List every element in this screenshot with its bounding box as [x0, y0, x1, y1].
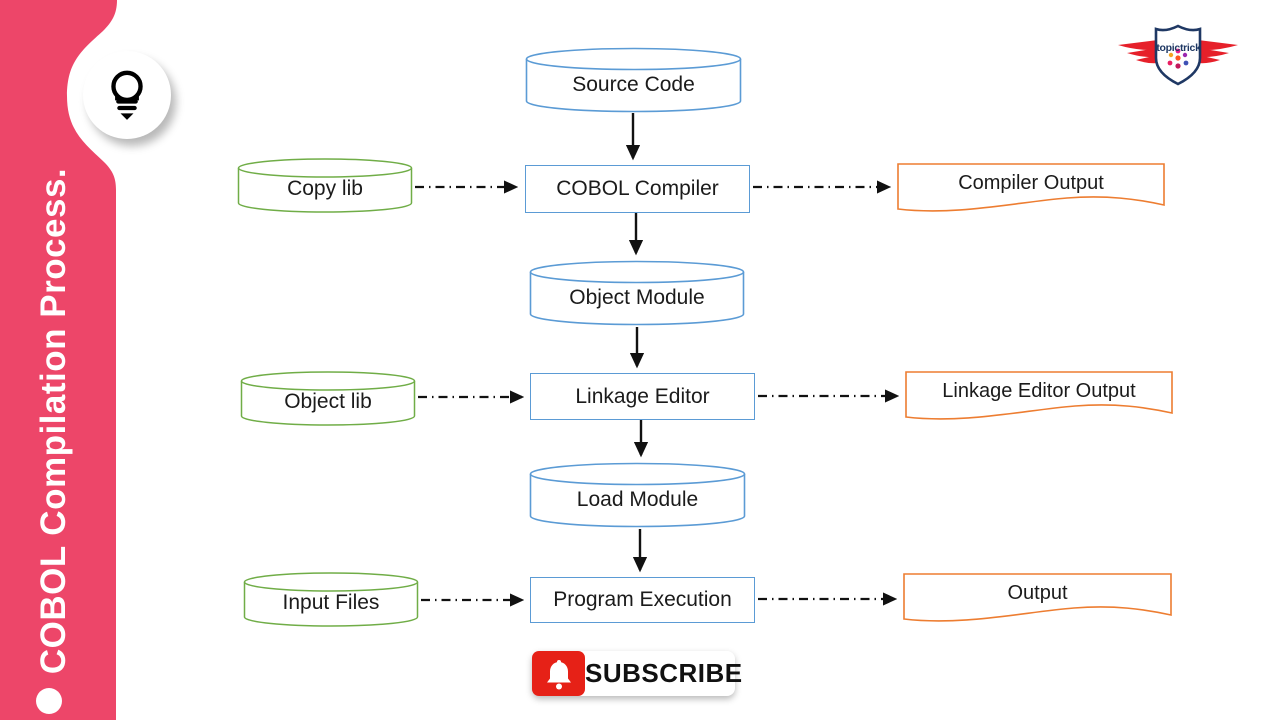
node-label: Input Files	[282, 591, 380, 614]
node-object-module: Object Module	[529, 260, 745, 326]
node-label: Linkage Editor Output	[942, 380, 1136, 402]
sidebar-notch-circle	[36, 688, 62, 714]
node-label: Linkage Editor	[575, 384, 710, 408]
lightbulb-badge	[83, 51, 171, 139]
node-program-execution: Program Execution	[530, 577, 755, 623]
sidebar-wave-shape	[0, 0, 117, 720]
node-copy-lib: Copy lib	[237, 158, 413, 213]
subscribe-label: SUBSCRIBE	[585, 658, 743, 688]
right-wing-icon	[1198, 40, 1238, 64]
left-wing-icon	[1118, 40, 1158, 64]
subscribe-button[interactable]: SUBSCRIBE	[532, 651, 742, 696]
lightbulb-icon	[111, 70, 143, 120]
cylinder-shape	[237, 158, 413, 213]
node-label: Compiler Output	[958, 172, 1104, 194]
node-compiler-output: Compiler Output	[897, 163, 1165, 215]
page-title: COBOL Compilation Process.	[34, 167, 73, 675]
node-label: Load Module	[576, 487, 699, 511]
node-label: Object Module	[569, 285, 705, 309]
node-label: Source Code	[572, 72, 695, 96]
bell-icon	[532, 651, 585, 696]
node-label: COBOL Compiler	[556, 177, 719, 200]
node-linkage-editor-output: Linkage Editor Output	[905, 371, 1173, 423]
cylinder-shape	[240, 371, 416, 426]
node-cobol-compiler: COBOL Compiler	[525, 165, 750, 213]
cylinder-shape	[529, 462, 746, 528]
node-object-lib: Object lib	[240, 371, 416, 426]
node-output: Output	[903, 573, 1172, 625]
shield-icon	[1154, 24, 1202, 86]
node-label: Copy lib	[287, 177, 363, 200]
cylinder-shape	[529, 260, 745, 326]
cylinder-shape	[525, 47, 742, 113]
node-input-files: Input Files	[243, 572, 419, 627]
node-source-code: Source Code	[525, 47, 742, 113]
node-linkage-editor: Linkage Editor	[530, 373, 755, 420]
node-label: Output	[1007, 582, 1068, 604]
document-shape	[903, 573, 1172, 622]
document-shape	[897, 163, 1165, 212]
node-label: Program Execution	[553, 588, 732, 611]
brand-name: topictrick	[1156, 42, 1201, 54]
node-load-module: Load Module	[529, 462, 746, 528]
document-shape	[905, 371, 1173, 420]
logo-dots-icon	[1167, 48, 1189, 69]
node-label: Object lib	[284, 390, 372, 413]
cylinder-shape	[243, 572, 419, 627]
brand-logo	[1118, 24, 1238, 86]
